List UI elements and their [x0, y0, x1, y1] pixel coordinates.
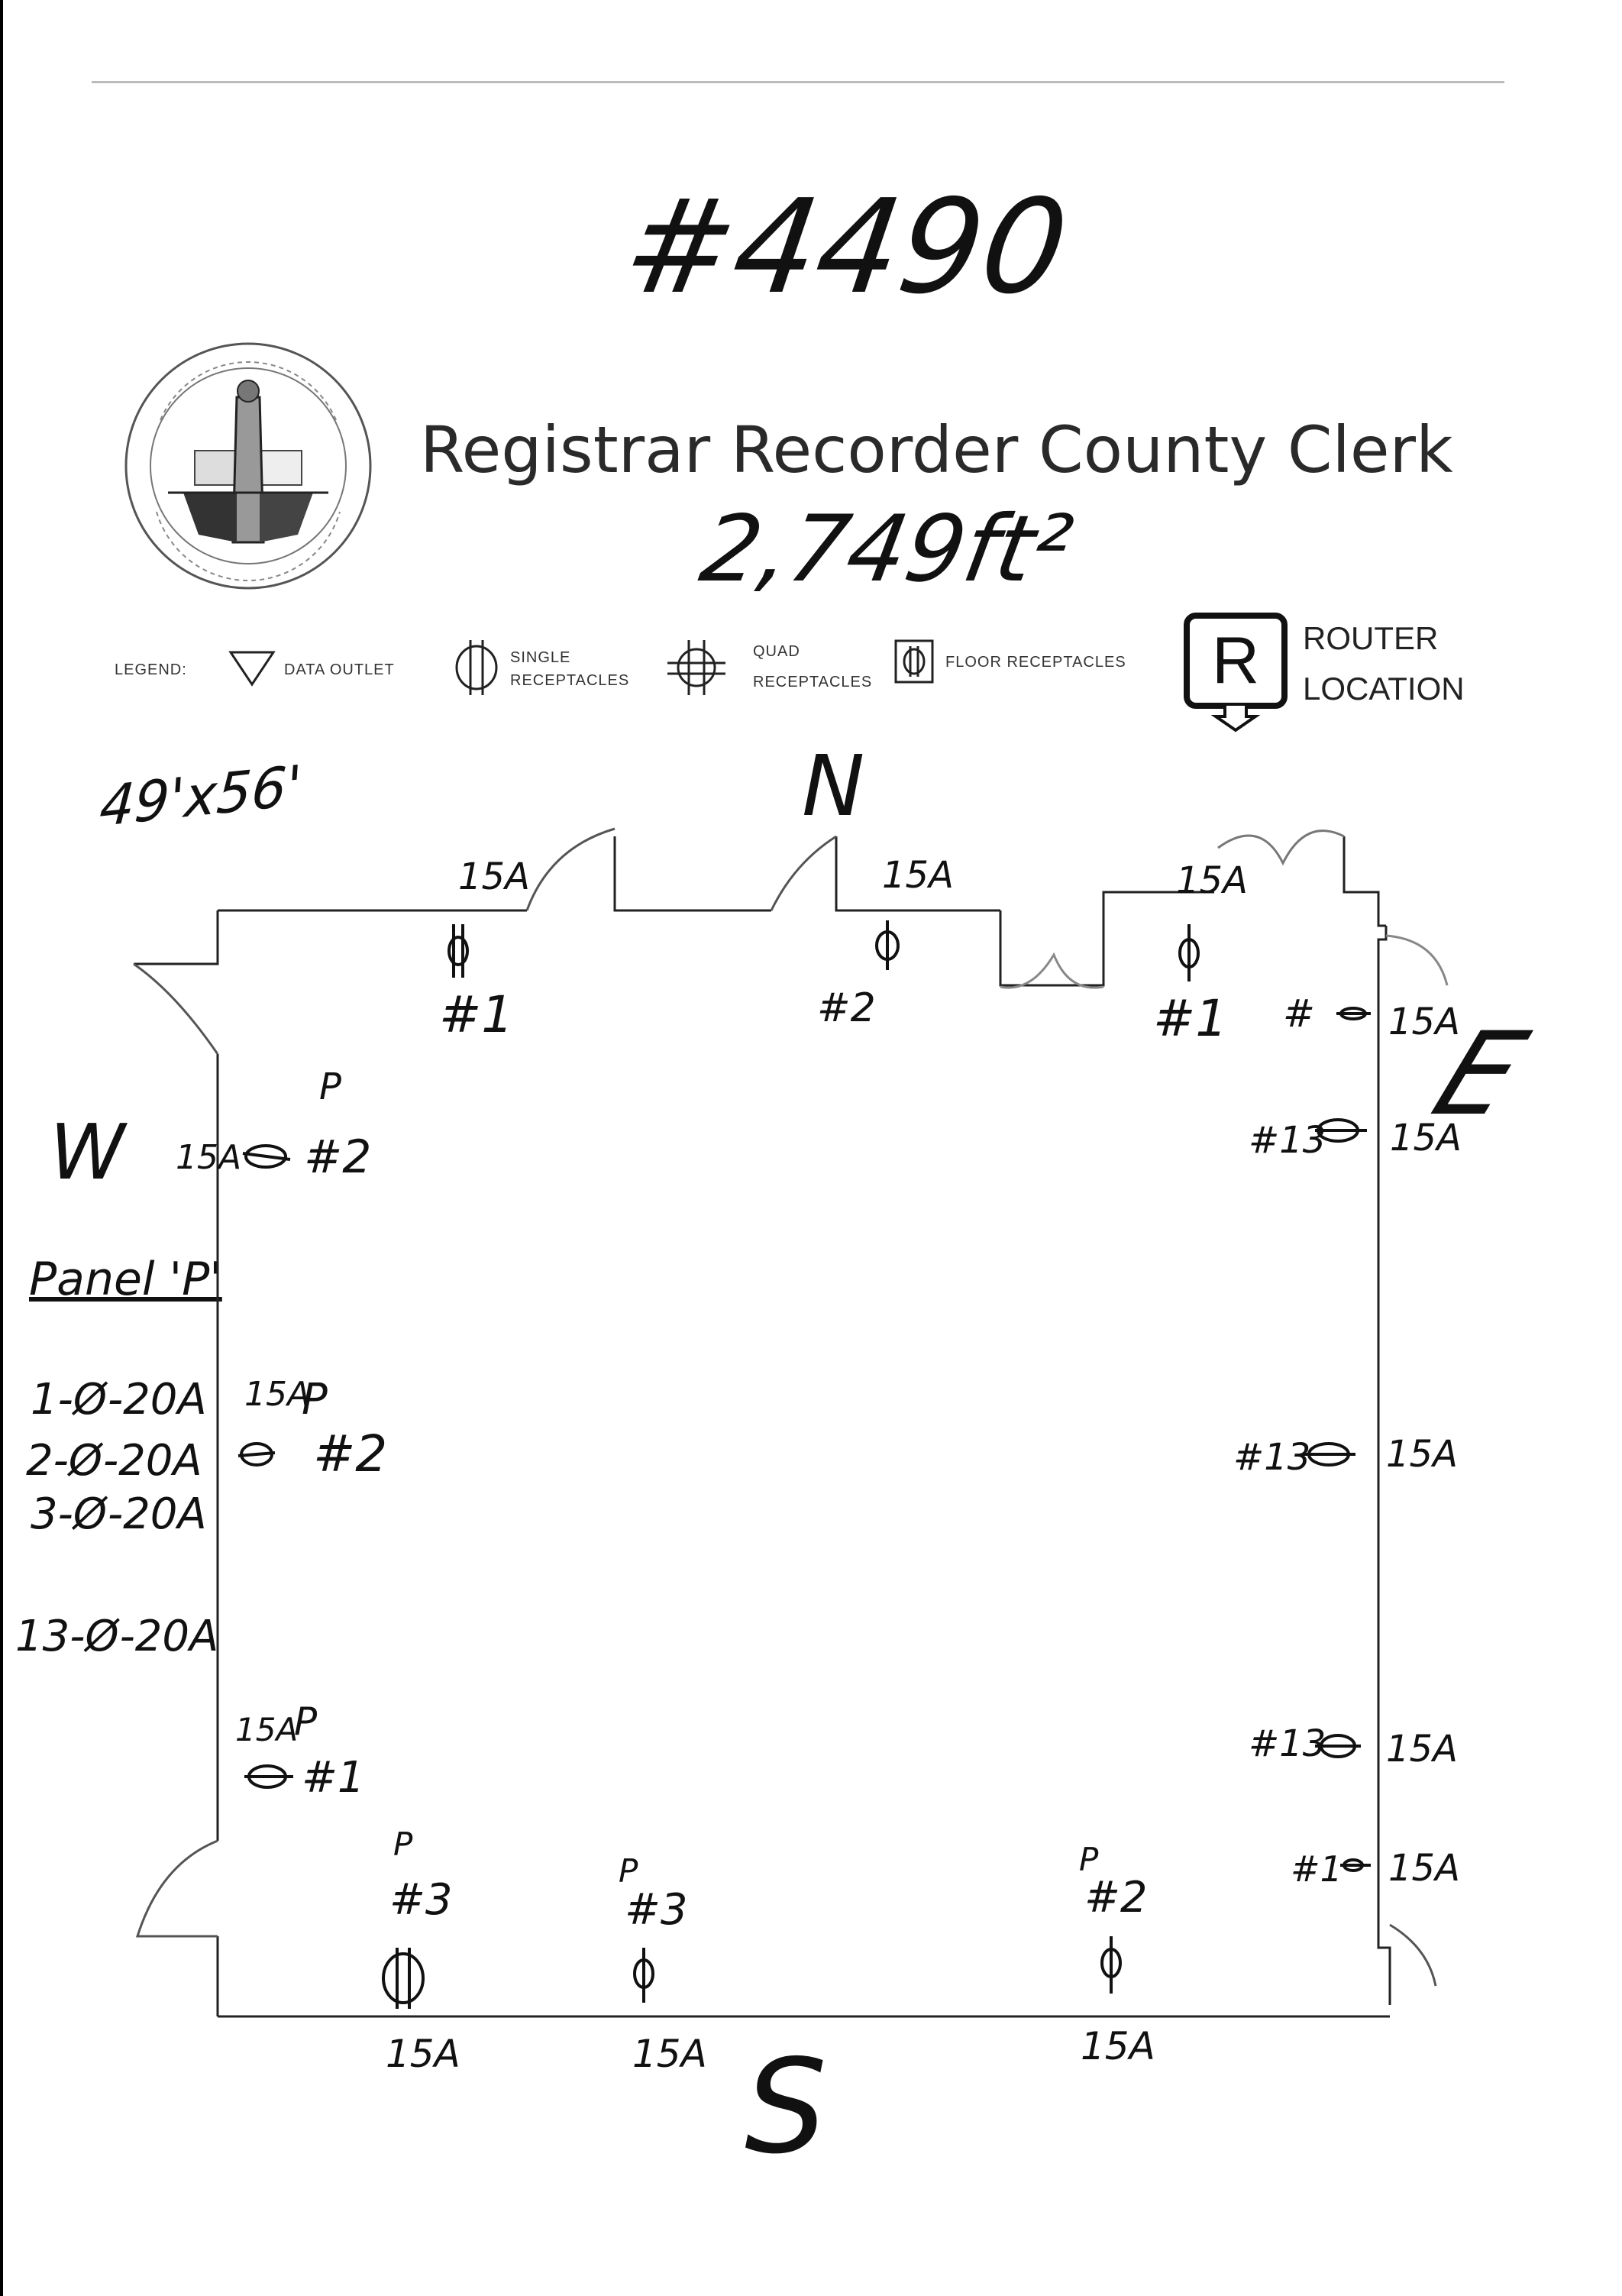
east-2-amps: 15A [1390, 1117, 1462, 1159]
east-receptacle-4 [1315, 1734, 1361, 1758]
north-receptacle-3 [1178, 924, 1200, 981]
compass-north: N [802, 737, 865, 835]
north-receptacle-1 [448, 924, 469, 978]
west-2-circuit: #2 [313, 1424, 388, 1483]
legend-quad-line-1: QUAD [753, 643, 800, 660]
data-outlet-icon [228, 651, 276, 687]
west-wall [134, 910, 219, 2016]
east-2-circuit: #13 [1249, 1119, 1326, 1162]
east-3-amps: 15A [1386, 1433, 1458, 1476]
scan-left-edge [0, 0, 3, 2296]
north-2-amps: 15A [882, 854, 954, 897]
panel-circuit-1: 1-Ø-20A [31, 1375, 207, 1424]
south-2-circuit: #3 [625, 1885, 688, 1935]
west-1-panel: P [319, 1066, 341, 1108]
panel-circuit-3: 3-Ø-20A [31, 1489, 207, 1539]
west-1-amps: 15A [176, 1138, 242, 1177]
north-alcove [999, 910, 1105, 987]
page-title: Registrar Recorder County Clerk [420, 412, 1453, 487]
south-receptacle-2 [633, 1948, 654, 2003]
west-receptacle-2 [237, 1442, 276, 1467]
west-door-swing-bottom [135, 1839, 218, 1938]
east-4-amps: 15A [1386, 1728, 1458, 1771]
door-swing-1 [525, 827, 616, 911]
router-location-line-2: LOCATION [1303, 671, 1465, 707]
panel-circuit-2: 2-Ø-20A [26, 1436, 202, 1486]
legend-floor-receptacles: FLOOR RECEPTACLES [945, 654, 1126, 671]
legend-quad-line-2: RECEPTACLES [753, 674, 873, 690]
west-3-panel: P [294, 1699, 318, 1744]
west-3-amps: 15A [235, 1711, 299, 1748]
county-seal-logo [124, 342, 372, 590]
east-receptacle-5 [1340, 1858, 1371, 1872]
north-3-circuit: #1 [1153, 989, 1228, 1048]
east-receptacle-2 [1315, 1118, 1367, 1143]
west-3-circuit: #1 [302, 1753, 365, 1803]
legend-data-outlet: DATA OUTLET [284, 661, 395, 678]
east-door-swing-bottom [1389, 1923, 1437, 1987]
door-swing-4 [1000, 952, 1104, 989]
compass-west: W [50, 1108, 125, 1197]
south-3-amps: 15A [1081, 2024, 1155, 2068]
north-wall [218, 836, 1386, 927]
west-2-amps: 15A [244, 1375, 311, 1414]
quad-receptacle-icon [667, 640, 725, 695]
south-receptacle-1 [382, 1948, 425, 2009]
south-receptacle-3 [1100, 1936, 1122, 1994]
router-location-line-1: ROUTER [1303, 620, 1439, 656]
floor-receptacle-icon [894, 639, 934, 684]
east-receptacle-3 [1302, 1442, 1355, 1467]
east-wall [1377, 926, 1391, 2005]
legend-label: LEGEND: [115, 661, 187, 678]
east-1-circuit: # [1283, 991, 1315, 1036]
single-receptacle-icon [455, 640, 498, 695]
east-4-circuit: #13 [1249, 1722, 1326, 1765]
north-3-amps: 15A [1176, 859, 1248, 902]
south-3-circuit: #2 [1084, 1873, 1148, 1922]
south-2-panel: P [619, 1852, 638, 1890]
panel-circuit-4: 13-Ø-20A [15, 1612, 219, 1661]
west-receptacle-3 [244, 1764, 293, 1789]
router-letter: R [1211, 624, 1260, 697]
east-5-amps: 15A [1388, 1847, 1460, 1890]
south-1-panel: P [393, 1825, 413, 1863]
panel-title: Panel 'P' [29, 1253, 222, 1306]
north-2-circuit: #2 [817, 985, 876, 1031]
compass-south: S [745, 2032, 827, 2183]
east-3-circuit: #13 [1233, 1436, 1311, 1479]
south-2-amps: 15A [632, 2032, 707, 2076]
legend-single-line-2: RECEPTACLES [510, 672, 630, 689]
south-1-circuit: #3 [389, 1875, 453, 1925]
scan-top-line [92, 81, 1504, 83]
west-1-circuit: #2 [304, 1130, 372, 1184]
west-2-panel: P [302, 1375, 328, 1424]
north-1-amps: 15A [458, 855, 530, 898]
south-3-panel: P [1079, 1841, 1099, 1878]
door-swing-2 [770, 835, 837, 911]
east-5-circuit: #1 [1291, 1848, 1343, 1890]
east-1-amps: 15A [1388, 1001, 1460, 1043]
west-door-swing-top [133, 962, 219, 1055]
south-1-amps: 15A [386, 2032, 460, 2076]
west-receptacle-1 [242, 1144, 291, 1169]
door-swing-3 [1217, 829, 1345, 866]
router-icon [1184, 613, 1288, 732]
east-door-swing-top [1385, 934, 1449, 986]
east-receptacle-1 [1336, 1007, 1371, 1020]
legend-single-line-1: SINGLE [510, 649, 571, 666]
north-1-circuit: #1 [439, 985, 514, 1044]
north-receptacle-2 [875, 920, 900, 970]
